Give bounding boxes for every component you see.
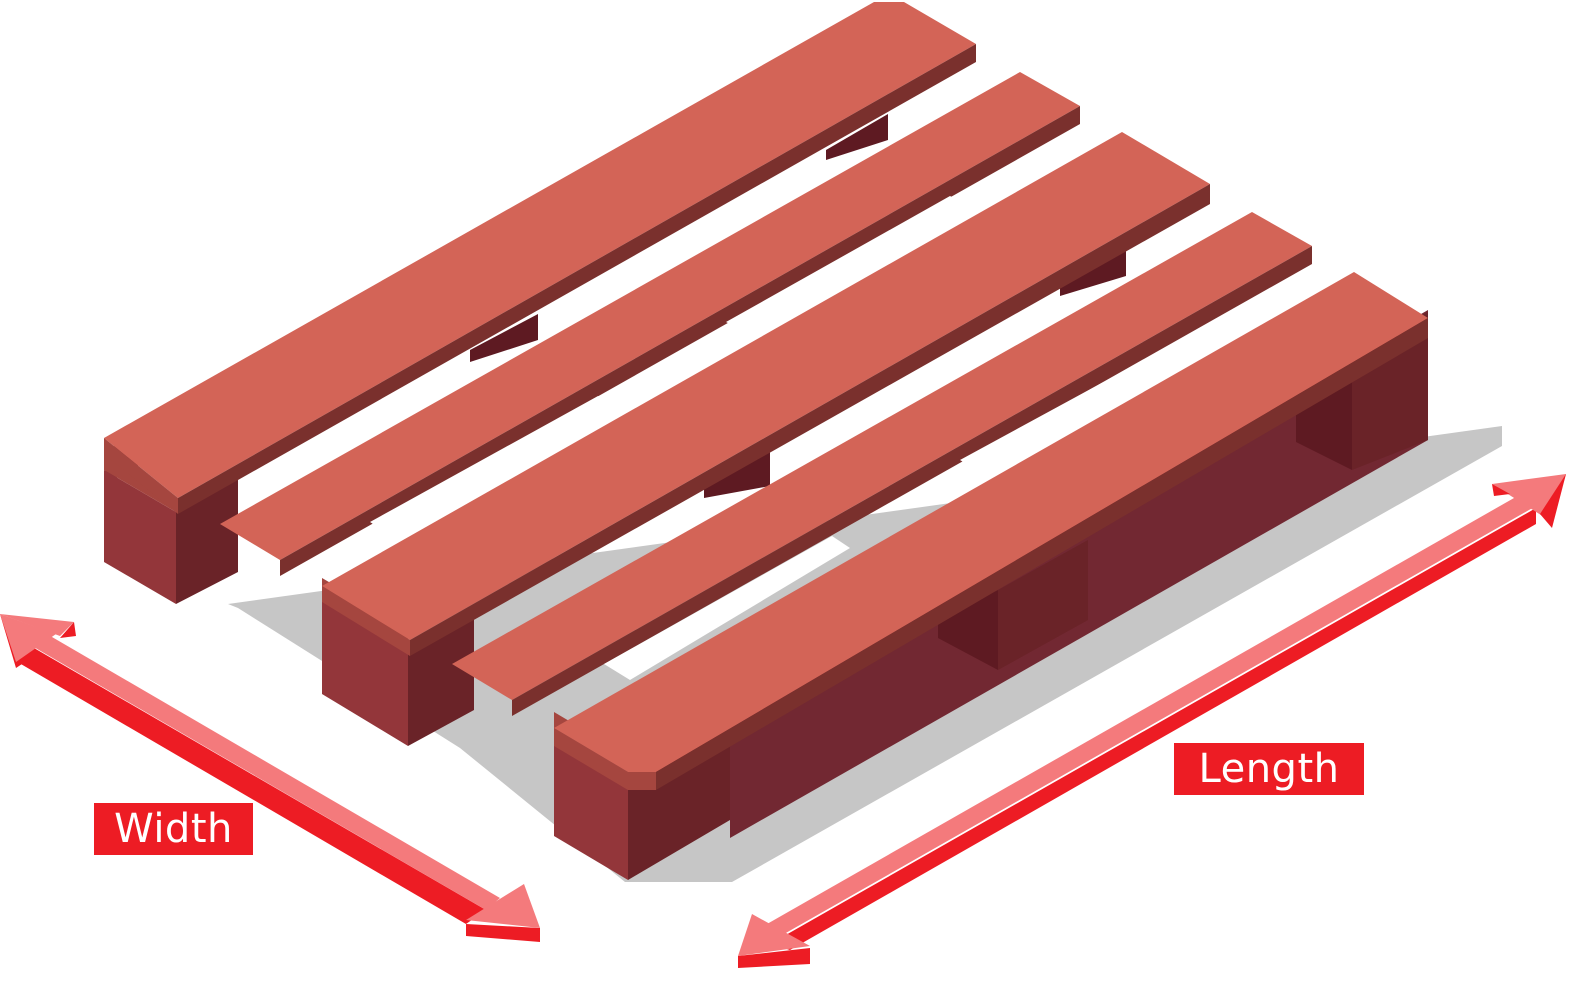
width-label: Width xyxy=(94,803,253,855)
length-arrow xyxy=(738,474,1566,968)
deck-board-5 xyxy=(554,272,1428,772)
length-label: Length xyxy=(1174,743,1364,795)
deck-board-2 xyxy=(220,72,1080,560)
deck-board-4 xyxy=(452,212,1312,700)
width-arrow xyxy=(0,614,540,942)
deck-gaps xyxy=(370,196,1206,680)
deck-board-1 xyxy=(104,2,976,498)
deck-board-3 xyxy=(322,132,1210,640)
pallet-top-deck xyxy=(104,2,1428,790)
